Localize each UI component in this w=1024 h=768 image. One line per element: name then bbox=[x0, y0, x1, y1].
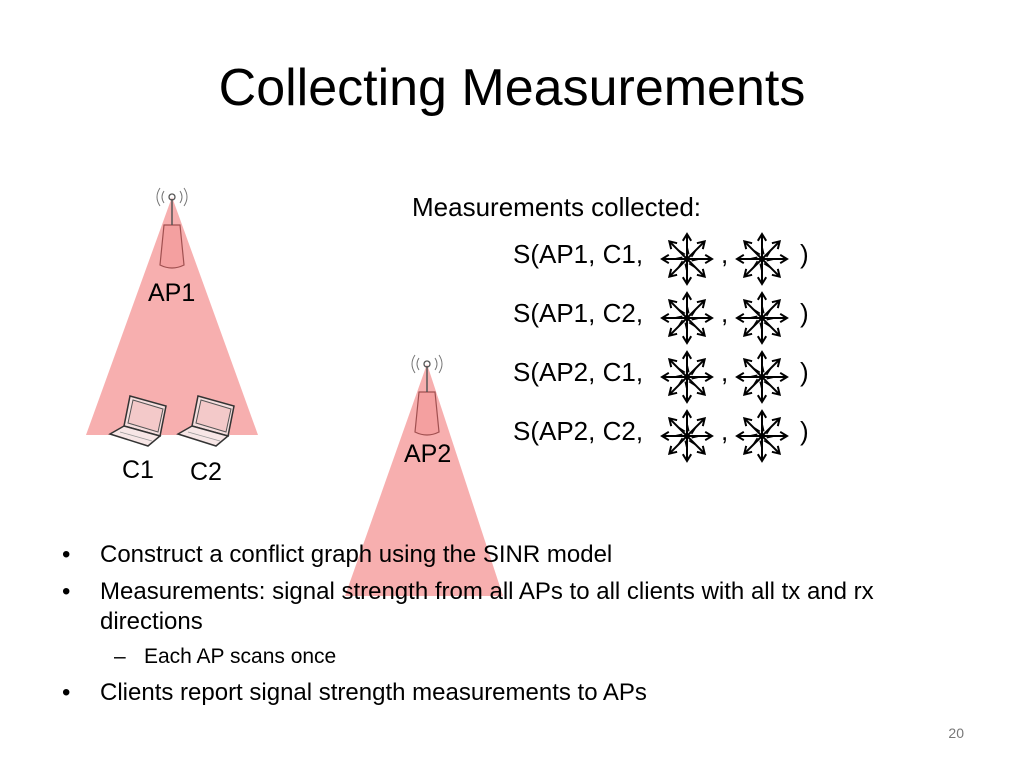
rx-direction-star-icon bbox=[733, 407, 791, 470]
bullet-list: • Construct a conflict graph using the S… bbox=[62, 540, 962, 708]
ap2-beam bbox=[345, 354, 503, 596]
measurement-close: ) bbox=[800, 239, 809, 269]
bullet-marker: • bbox=[62, 578, 71, 605]
tx-direction-star-icon bbox=[658, 348, 716, 411]
measurement-prefix: S(AP1, C2, bbox=[513, 298, 644, 328]
bullet-item: • Construct a conflict graph using the S… bbox=[62, 540, 962, 570]
page-number: 20 bbox=[948, 725, 964, 741]
measurement-prefix: S(AP2, C1, bbox=[513, 357, 644, 387]
bullet-text: Measurements: signal strength from all A… bbox=[100, 578, 874, 635]
measurement-close: ) bbox=[800, 357, 809, 387]
ap1-beam-cone bbox=[86, 197, 258, 435]
measurement-row: S(AP1, C1, , ) bbox=[513, 230, 833, 288]
bullet-text: Clients report signal strength measureme… bbox=[100, 679, 647, 706]
bullet-marker: • bbox=[62, 541, 71, 568]
measurement-row: S(AP1, C2, , ) bbox=[513, 289, 833, 347]
rx-direction-star-icon bbox=[733, 348, 791, 411]
sub-bullet-text: Each AP scans once bbox=[144, 645, 337, 668]
tx-direction-star-icon bbox=[658, 289, 716, 352]
sub-bullet-marker: – bbox=[114, 645, 126, 668]
slide-title: Collecting Measurements bbox=[218, 59, 806, 117]
c2-label: C2 bbox=[190, 458, 222, 486]
client-laptops bbox=[108, 395, 235, 447]
measurement-prefix: S(AP2, C2, bbox=[513, 416, 644, 446]
bullet-text: Construct a conflict graph using the SIN… bbox=[100, 541, 613, 568]
ap1-beam bbox=[86, 187, 258, 435]
ap1-label: AP1 bbox=[148, 279, 196, 307]
measurement-row: S(AP2, C2, , ) bbox=[513, 407, 833, 465]
bullet-item: • Measurements: signal strength from all… bbox=[62, 577, 962, 637]
measurement-close: ) bbox=[800, 298, 809, 328]
ap1-antenna-icon bbox=[156, 187, 188, 269]
rx-direction-star-icon bbox=[733, 230, 791, 293]
c1-label: C1 bbox=[122, 456, 154, 484]
tx-direction-star-icon bbox=[658, 230, 716, 293]
measurements-header: Measurements collected: bbox=[412, 192, 702, 222]
sub-bullet-item: – Each AP scans once bbox=[62, 642, 962, 672]
c2-laptop-icon bbox=[176, 395, 235, 447]
measurement-close: ) bbox=[800, 416, 809, 446]
ap2-label: AP2 bbox=[404, 440, 452, 468]
measurement-prefix: S(AP1, C1, bbox=[513, 239, 644, 269]
bullet-marker: • bbox=[62, 679, 71, 706]
measurement-comma: , bbox=[721, 357, 729, 387]
tx-direction-star-icon bbox=[658, 407, 716, 470]
c1-laptop-icon bbox=[108, 395, 167, 447]
rx-direction-star-icon bbox=[733, 289, 791, 352]
measurement-comma: , bbox=[721, 416, 729, 446]
measurement-comma: , bbox=[721, 298, 729, 328]
ap2-beam-cone bbox=[345, 364, 503, 596]
ap2-antenna-icon bbox=[411, 354, 443, 436]
measurement-comma: , bbox=[721, 239, 729, 269]
bullet-item: • Clients report signal strength measure… bbox=[62, 678, 962, 708]
measurement-row: S(AP2, C1, , ) bbox=[513, 348, 833, 406]
